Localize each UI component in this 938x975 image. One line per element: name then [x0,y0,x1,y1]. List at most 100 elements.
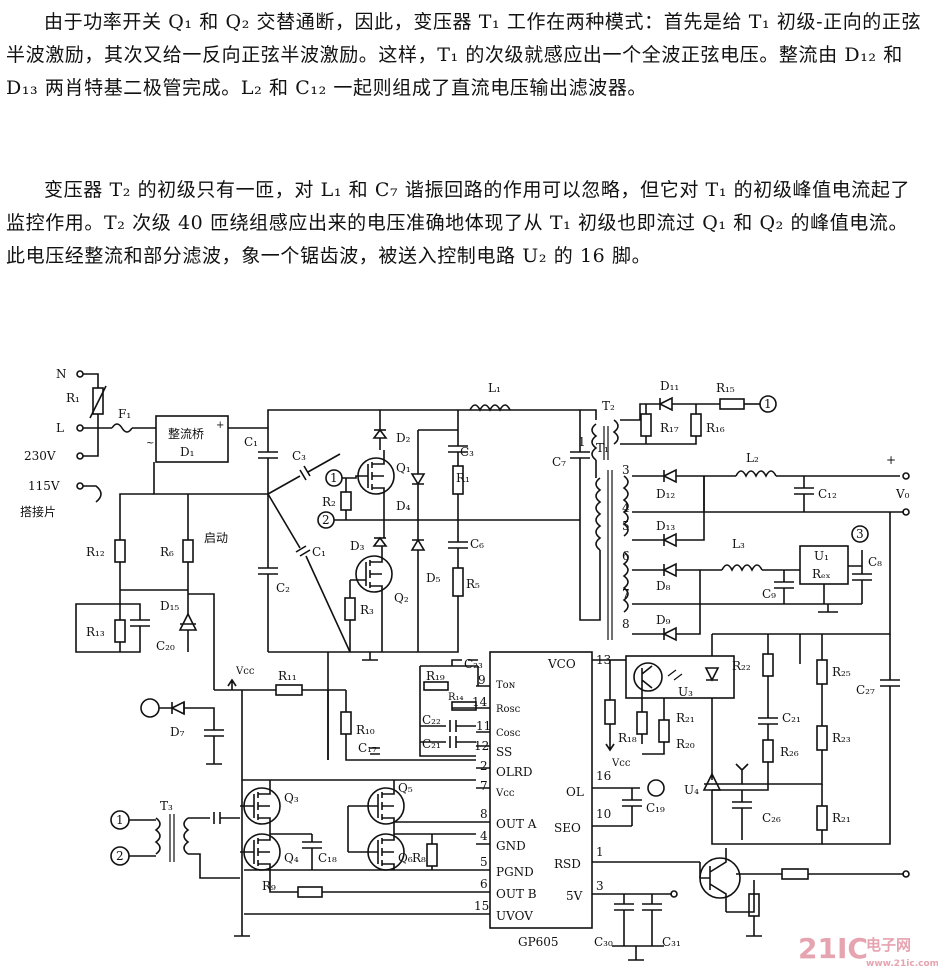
svg-text:SS: SS [496,745,512,759]
diode-d2 [372,428,388,439]
cap-c20 [75,603,150,653]
diode-d12 [662,468,677,484]
label-l3: L₃ [732,537,745,551]
cap-c9 [774,570,794,604]
label-plus: + [886,453,896,467]
label-r12: R₁₂ [86,545,105,559]
svg-text:PGND: PGND [496,865,534,879]
label-q3: Q₃ [284,791,299,805]
input-115v: 115V [28,479,60,493]
svg-text:RSD: RSD [554,857,581,871]
label-l2: L₂ [746,451,759,465]
svg-text:+: + [216,420,224,431]
svg-text:6: 6 [480,877,488,891]
label-c2: C₂ [276,581,290,595]
optocoupler-u3 [625,655,735,699]
resistor-r11 [275,684,303,696]
label-r9: R₉ [262,879,276,893]
label-bridge: 整流桥 [168,426,204,441]
resistor-r10 [340,711,352,735]
ic-pin-2: OLRD 2 [480,759,532,779]
ic-pin-14: Rᴏsᴄ 14 [472,695,520,715]
label-r14: R₁₄ [448,692,464,703]
label-d2: D₂ [396,431,411,445]
label-c26: C₂₆ [762,811,781,825]
inductor-l3 [721,564,763,572]
cap-c22 [420,720,476,732]
svg-text:Tᴏɴ: Tᴏɴ [496,680,516,691]
half-bridge: D₂ Q₁ 1 R₂ 2 D₄ C₃ R₁ D₃ Q₂ R₃ [312,409,580,661]
label-c1-diag: C₁ [312,545,326,559]
marker-1-label: 1 [330,471,338,485]
svg-text:9: 9 [478,673,486,687]
label-vcc-r18: Vcc [611,758,631,769]
resistor-r6 [182,539,194,563]
cap-c17 [370,747,380,755]
label-r25: R₂₅ [832,665,851,679]
svg-text:5V: 5V [566,889,583,903]
svg-text:4: 4 [480,829,488,843]
resistor-r15 [719,398,745,410]
marker-2-t3-label: 2 [116,849,124,863]
resistor-r25 [816,659,828,685]
label-r5: R₅ [466,577,480,591]
marker-1-out-label: 1 [764,397,772,411]
label-c6: C₆ [470,537,484,551]
watermark: 21IC 电子网 www.21ic.com [798,932,938,969]
cap-c31 [642,894,662,946]
label-c18: C₁₈ [318,851,337,865]
label-d9: D₉ [656,613,671,627]
svg-text:3: 3 [596,879,604,893]
label-c19: C₁₉ [646,801,665,815]
label-c9: C₉ [762,587,776,601]
winding-pin-7: 7 [622,587,630,601]
t1-primary [595,477,602,551]
resistor-r20 [658,719,670,743]
resistor-r26 [762,739,774,763]
resistor-r22 [762,653,774,677]
label-d12: D₁₂ [656,487,675,501]
cap-c19 [622,788,642,826]
label-f1: F₁ [118,407,131,421]
label-r24: R₂₁ [832,811,851,825]
cap-c18 [302,834,322,870]
label-c20: C₂₀ [156,639,175,653]
label-vcc: Vcc [235,666,255,677]
ic-pin-12: SS 12 [474,739,512,759]
label-q6: Q₆ [398,851,413,865]
ic-pin-8: OUT A 8 [480,807,537,831]
diode-d13 [662,532,677,548]
t3-secondary [183,817,190,855]
paragraph-1: 由于功率开关 Q₁ 和 Q₂ 交替通断，因此，变压器 T₁ 工作在两种模式：首先… [6,11,922,99]
label-c21: C₂₁ [782,711,801,725]
diode-d4 [410,430,426,520]
svg-text:SEO: SEO [554,821,581,835]
marker-3 [851,525,869,543]
mosfet-q2 [355,555,393,593]
resistor-r17 [640,413,652,437]
paragraph-2: 变压器 T₂ 的初级只有一匝，对 L₁ 和 C₇ 谐振回路的作用可以忽略，但它对… [6,179,911,267]
resistor-r21 [636,711,648,735]
t1-core [607,470,613,640]
ic-gp605 [489,651,593,929]
u3-led [704,667,720,682]
resistor-r18 [604,699,616,725]
terminal-230v [76,452,84,460]
label-c3-diag: C₃ [292,449,306,463]
resistor-r8 [426,843,438,867]
label-d15: D₁₅ [160,599,179,613]
winding-pin-3: 3 [622,463,630,477]
label-c7: C₇ [552,455,566,469]
svg-text:7: 7 [480,779,488,793]
resistor-r23 [816,725,828,751]
label-c12: C₁₂ [818,487,837,501]
bridge-rectifier [155,415,229,463]
winding-pin-8: 8 [622,617,630,631]
label-t2: T₂ [602,399,615,413]
ic-pin-15: UVOV 15 [474,899,533,923]
ic-pin-10: SEO 10 [554,807,611,835]
resistor-r5 [452,567,464,597]
resistor-rsd [781,868,809,880]
cap-c3 [448,410,468,466]
input-230v: 230V [24,449,56,463]
